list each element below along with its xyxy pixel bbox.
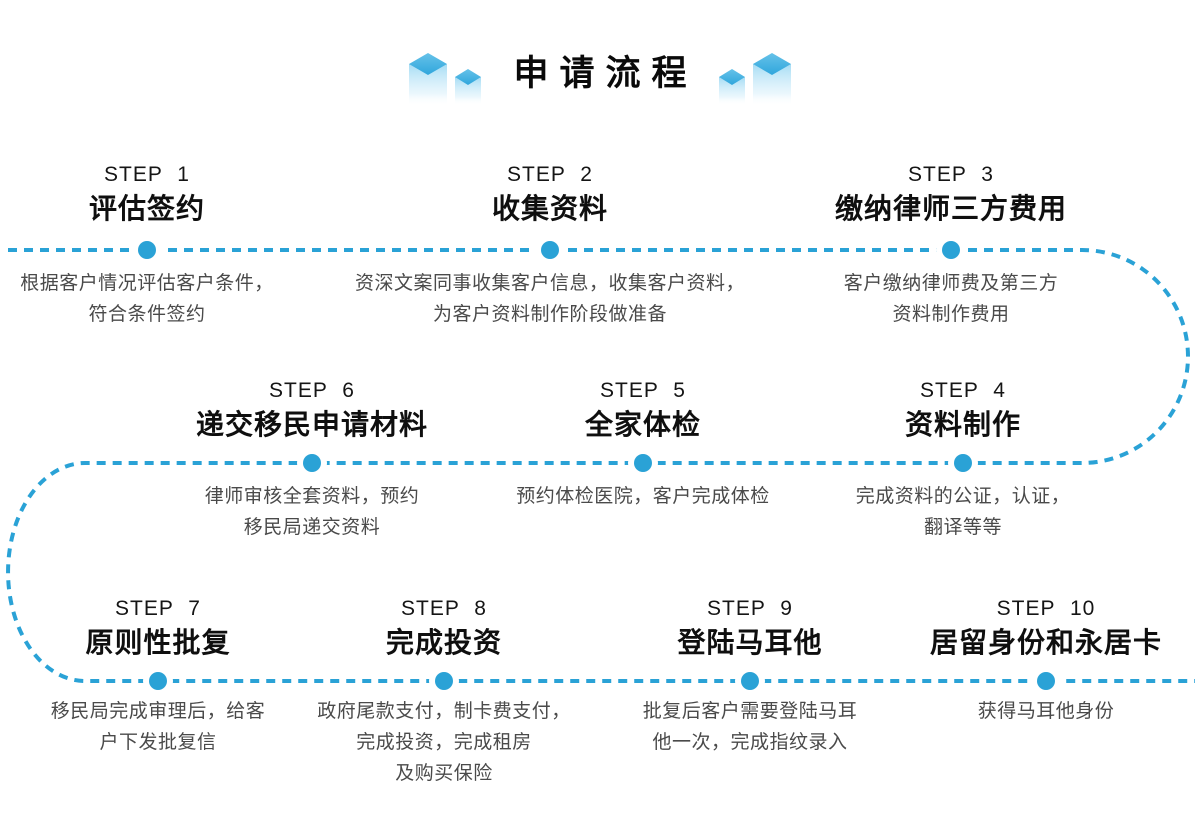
step: STEP 4 资料制作 完成资料的公证，认证， 翻译等等 bbox=[753, 378, 1173, 538]
step-title: 资料制作 bbox=[904, 409, 1021, 440]
step-node-dot bbox=[303, 454, 321, 472]
step: STEP 9 登陆马耳他 批复后客户需要登陆马耳 他一次，完成指纹录入 bbox=[540, 596, 960, 753]
step-description: 预约体检医院，客户完成体检 bbox=[516, 486, 770, 507]
step-node-dot bbox=[541, 241, 559, 259]
step: STEP 10 居留身份和永居卡 获得马耳他身份 bbox=[836, 596, 1200, 722]
step-title: 全家体检 bbox=[584, 409, 701, 440]
step-label: STEP 1 bbox=[104, 163, 190, 186]
page-title: 申请流程 bbox=[513, 54, 698, 93]
step-description: 客户缴纳律师费及第三方 资料制作费用 bbox=[843, 273, 1059, 325]
step-title: 居留身份和永居卡 bbox=[929, 627, 1162, 658]
step-node-dot bbox=[741, 672, 759, 690]
step: STEP 3 缴纳律师三方费用 客户缴纳律师费及第三方 资料制作费用 bbox=[741, 162, 1161, 325]
step-description: 移民局完成审理后，给客 户下发批复信 bbox=[50, 701, 266, 753]
step: STEP 7 原则性批复 移民局完成审理后，给客 户下发批复信 bbox=[0, 596, 368, 753]
step-description: 完成资料的公证，认证， 翻译等等 bbox=[855, 486, 1071, 538]
step-label: STEP 3 bbox=[908, 163, 994, 186]
step-label: STEP 8 bbox=[401, 597, 487, 620]
step-description: 律师审核全套资料，预约 移民局递交资料 bbox=[204, 486, 420, 538]
step-title: 登陆马耳他 bbox=[677, 627, 823, 658]
step-label: STEP 10 bbox=[996, 597, 1096, 620]
step-node-dot bbox=[942, 241, 960, 259]
step-description: 获得马耳他身份 bbox=[977, 701, 1115, 722]
step-node-dot bbox=[954, 454, 972, 472]
step-description: 资深文案同事收集客户信息，收集客户资料， 为客户资料制作阶段做准备 bbox=[354, 273, 745, 325]
step-label: STEP 4 bbox=[920, 379, 1006, 402]
cubes-left-icon bbox=[409, 53, 482, 106]
step-label: STEP 6 bbox=[269, 379, 355, 402]
dotted-path bbox=[6, 248, 1195, 683]
step-title: 收集资料 bbox=[491, 193, 608, 224]
step-label: STEP 9 bbox=[707, 597, 793, 620]
step-description: 根据客户情况评估客户条件， 符合条件签约 bbox=[20, 273, 274, 325]
step-label: STEP 7 bbox=[115, 597, 201, 620]
step: STEP 5 全家体检 预约体检医院，客户完成体检 bbox=[433, 378, 853, 507]
step-title: 递交移民申请材料 bbox=[195, 409, 428, 440]
step-title: 原则性批复 bbox=[85, 627, 231, 658]
step: STEP 6 递交移民申请材料 律师审核全套资料，预约 移民局递交资料 bbox=[102, 378, 522, 538]
step-node-dot bbox=[435, 672, 453, 690]
step: STEP 2 收集资料 资深文案同事收集客户信息，收集客户资料， 为客户资料制作… bbox=[340, 162, 760, 325]
step-node-dot bbox=[149, 672, 167, 690]
header: 申请流程 bbox=[0, 48, 1200, 106]
step: STEP 8 完成投资 政府尾款支付，制卡费支付， 完成投资，完成租房 及购买保… bbox=[234, 596, 654, 784]
step-description: 批复后客户需要登陆马耳 他一次，完成指纹录入 bbox=[642, 701, 858, 753]
step-label: STEP 5 bbox=[600, 379, 686, 402]
cubes-right-icon bbox=[718, 53, 791, 106]
step-node-dot bbox=[138, 241, 156, 259]
step: STEP 1 评估签约 根据客户情况评估客户条件， 符合条件签约 bbox=[0, 162, 357, 325]
step-node-dot bbox=[634, 454, 652, 472]
step-title: 评估签约 bbox=[88, 193, 205, 224]
step-title: 完成投资 bbox=[385, 627, 502, 658]
step-node-dot bbox=[1037, 672, 1055, 690]
step-title: 缴纳律师三方费用 bbox=[834, 193, 1067, 224]
step-label: STEP 2 bbox=[507, 163, 593, 186]
step-description: 政府尾款支付，制卡费支付， 完成投资，完成租房 及购买保险 bbox=[317, 701, 571, 784]
